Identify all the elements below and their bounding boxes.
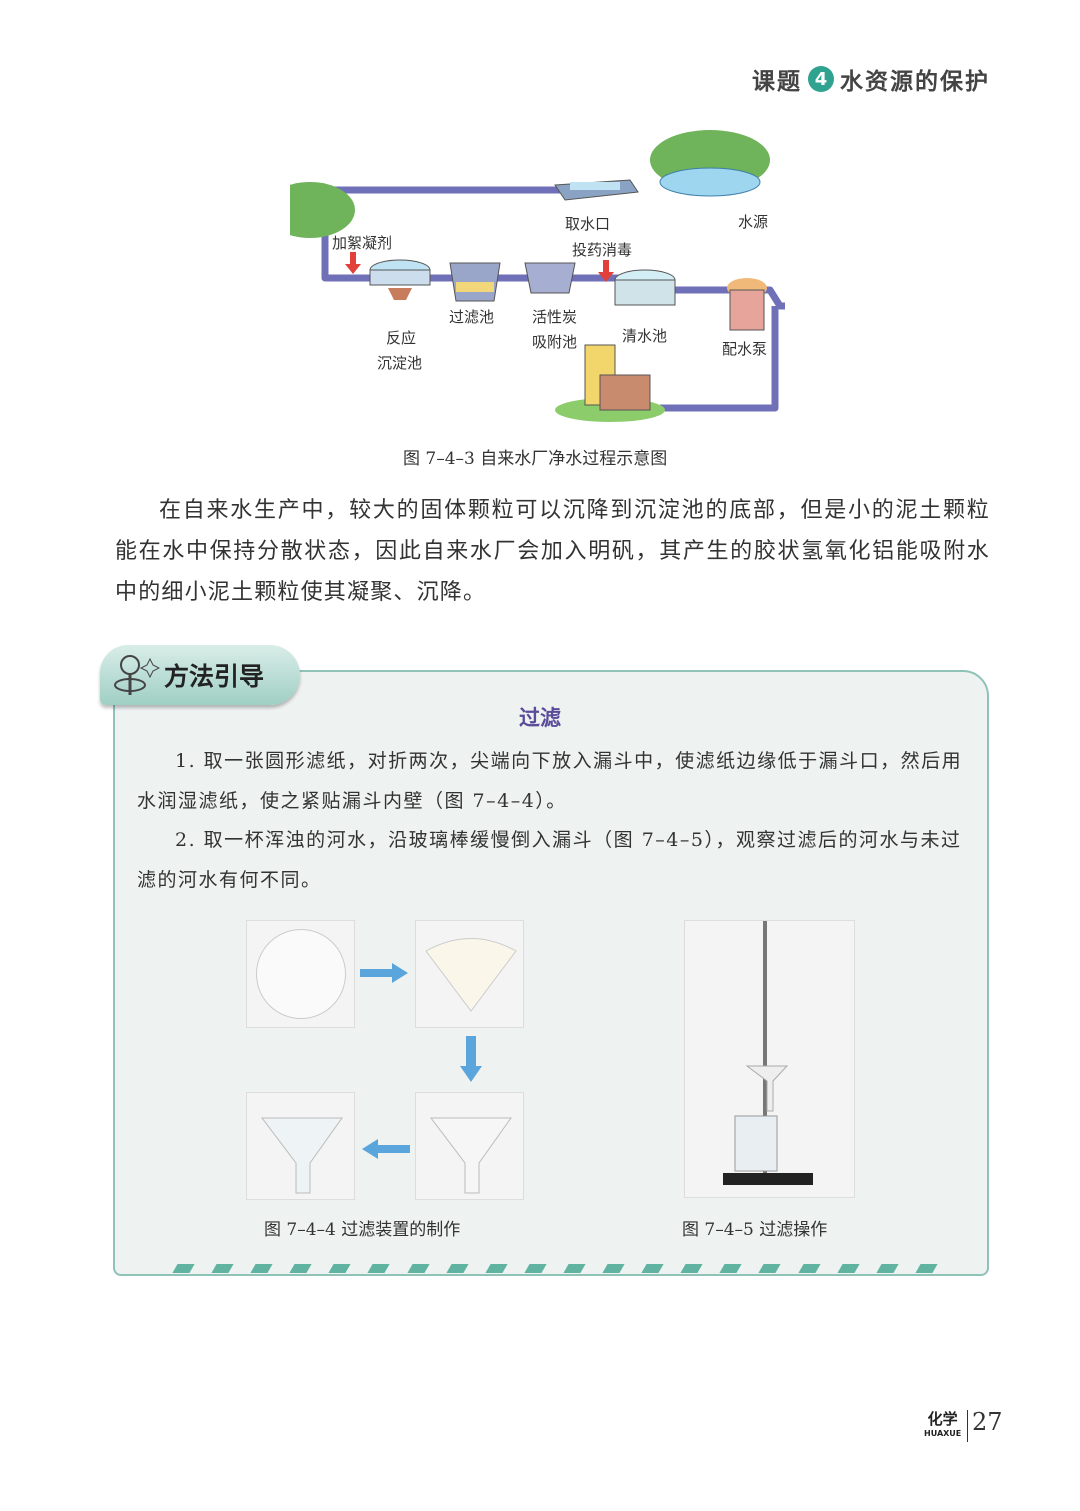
left-arrow-icon: [362, 1139, 410, 1159]
right-arrow-icon: [360, 963, 408, 983]
label-disinfect: 投药消毒: [572, 241, 633, 259]
mountain-lake-icon: [650, 130, 770, 197]
carbon-tank-icon: [524, 262, 576, 294]
footer-subject: 化学 HUAXUE: [924, 1408, 961, 1438]
label-reaction: 反应: [386, 329, 417, 347]
label-sedimentation: 沉淀池: [377, 354, 423, 372]
footer-subject-name: 化学: [927, 1410, 958, 1428]
page-number: 27: [972, 1408, 1003, 1436]
label-filter: 过滤池: [449, 308, 495, 326]
intake-icon: [554, 179, 639, 201]
label-coagulant: 加絮凝剂: [332, 234, 393, 252]
photo-filter-paper-round: [246, 920, 355, 1028]
step-1: 1. 取一张圆形滤纸，对折两次，尖端向下放入漏斗中，使滤纸边缘低于漏斗口，然后用…: [137, 750, 963, 812]
chapter-prefix: 课题: [752, 69, 802, 95]
method-tab: 方法引导: [100, 645, 300, 705]
method-guide-icon: [114, 655, 160, 695]
method-tab-label: 方法引导: [164, 662, 265, 691]
label-source: 水源: [738, 213, 769, 231]
label-clear-water: 清水池: [622, 327, 668, 345]
decorative-stripes: [172, 1264, 938, 1273]
figure-caption-right: 图 7–4–5 过滤操作: [682, 1220, 828, 1240]
label-adsorption: 吸附池: [532, 333, 578, 351]
chapter-number: 4: [808, 66, 834, 92]
down-arrow-icon: [460, 1036, 482, 1082]
label-intake: 取水口: [565, 215, 611, 233]
clear-water-tank-icon: [614, 269, 676, 306]
chapter-title: 水资源的保护: [840, 69, 990, 95]
figure-caption-left: 图 7–4–4 过滤装置的制作: [264, 1220, 461, 1240]
down-arrow-icon: [345, 252, 361, 274]
mountain-icon: [290, 182, 355, 238]
label-carbon: 活性炭: [532, 308, 578, 326]
footer-divider: [967, 1410, 968, 1442]
photo-filtration-operation: [684, 920, 855, 1198]
pump-icon: [727, 278, 767, 331]
footer-subject-pinyin: HUAXUE: [924, 1429, 962, 1438]
down-arrow-icon: [598, 260, 614, 282]
sedimentation-tank-icon: [369, 259, 431, 300]
buildings-icon: [555, 344, 665, 422]
label-pump: 配水泵: [722, 340, 768, 358]
photo-funnel-with-paper: [415, 1092, 524, 1200]
step-2: 2. 取一杯浑浊的河水，沿玻璃棒缓慢倒入漏斗（图 7–4–5），观察过滤后的河水…: [137, 829, 962, 891]
water-treatment-diagram: [290, 130, 785, 422]
filter-tank-icon: [449, 262, 501, 302]
photo-filter-paper-folded: [415, 920, 524, 1028]
photo-funnel-wetted: [246, 1092, 355, 1200]
figure-caption: 图 7–4–3 自来水厂净水过程示意图: [403, 449, 668, 469]
method-steps: 1. 取一张圆形滤纸，对折两次，尖端向下放入漏斗中，使滤纸边缘低于漏斗口，然后用…: [137, 742, 967, 900]
chapter-header: 课题 4 水资源的保护: [752, 62, 990, 96]
body-paragraph: 在自来水生产中，较大的固体颗粒可以沉降到沉淀池的底部，但是小的泥土颗粒能在水中保…: [115, 498, 990, 605]
method-title: 过滤: [519, 706, 561, 730]
